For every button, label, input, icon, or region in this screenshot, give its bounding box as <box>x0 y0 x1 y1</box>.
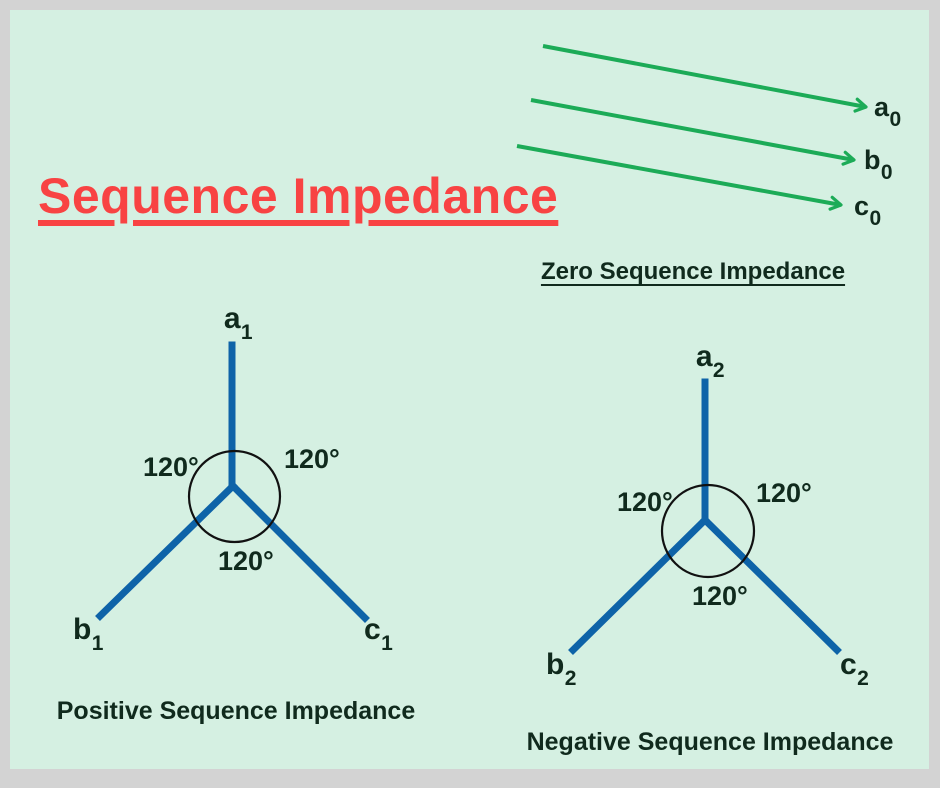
diagram-background-panel <box>10 10 929 769</box>
phasor-line-c1 <box>228 481 370 623</box>
phasor-label-c1: c1 <box>364 613 393 655</box>
negative-angle-left: 120° <box>617 487 673 517</box>
positive-sequence-phasor <box>95 341 370 623</box>
negative-sequence-phasor <box>568 378 842 655</box>
negative-angle-bottom: 120° <box>692 581 748 611</box>
phasor-line-b2 <box>568 515 710 655</box>
positive-sequence-caption: Positive Sequence Impedance <box>56 697 416 725</box>
phasor-label-c0: c0 <box>854 191 882 231</box>
negative-sequence-caption: Negative Sequence Impedance <box>526 728 894 756</box>
phasor-label-b1: b1 <box>73 613 104 655</box>
negative-angle-right: 120° <box>756 478 812 508</box>
positive-angle-bottom: 120° <box>218 546 274 576</box>
phasor-line-c2 <box>700 515 842 655</box>
phasor-label-a0: a0 <box>874 92 902 132</box>
phasor-label-b2: b2 <box>546 648 577 690</box>
positive-angle-circle <box>187 449 282 544</box>
positive-angle-left: 120° <box>143 452 199 482</box>
page-title: Sequence Impedance <box>38 168 559 224</box>
phasor-label-a1: a1 <box>223 302 253 344</box>
negative-angle-circle <box>660 483 756 579</box>
arrow-b0 <box>530 98 856 166</box>
positive-angle-right: 120° <box>284 444 340 474</box>
phasor-label-b0: b0 <box>864 145 893 185</box>
arrow-c0 <box>516 144 843 211</box>
arrow-a0 <box>542 44 868 113</box>
phasor-label-c2: c2 <box>840 648 869 690</box>
zero-sequence-caption: Zero Sequence Impedance <box>540 258 846 285</box>
zero-sequence-arrows <box>516 44 868 211</box>
phasor-label-a2: a2 <box>695 340 725 382</box>
phasor-line-b1 <box>95 481 238 621</box>
